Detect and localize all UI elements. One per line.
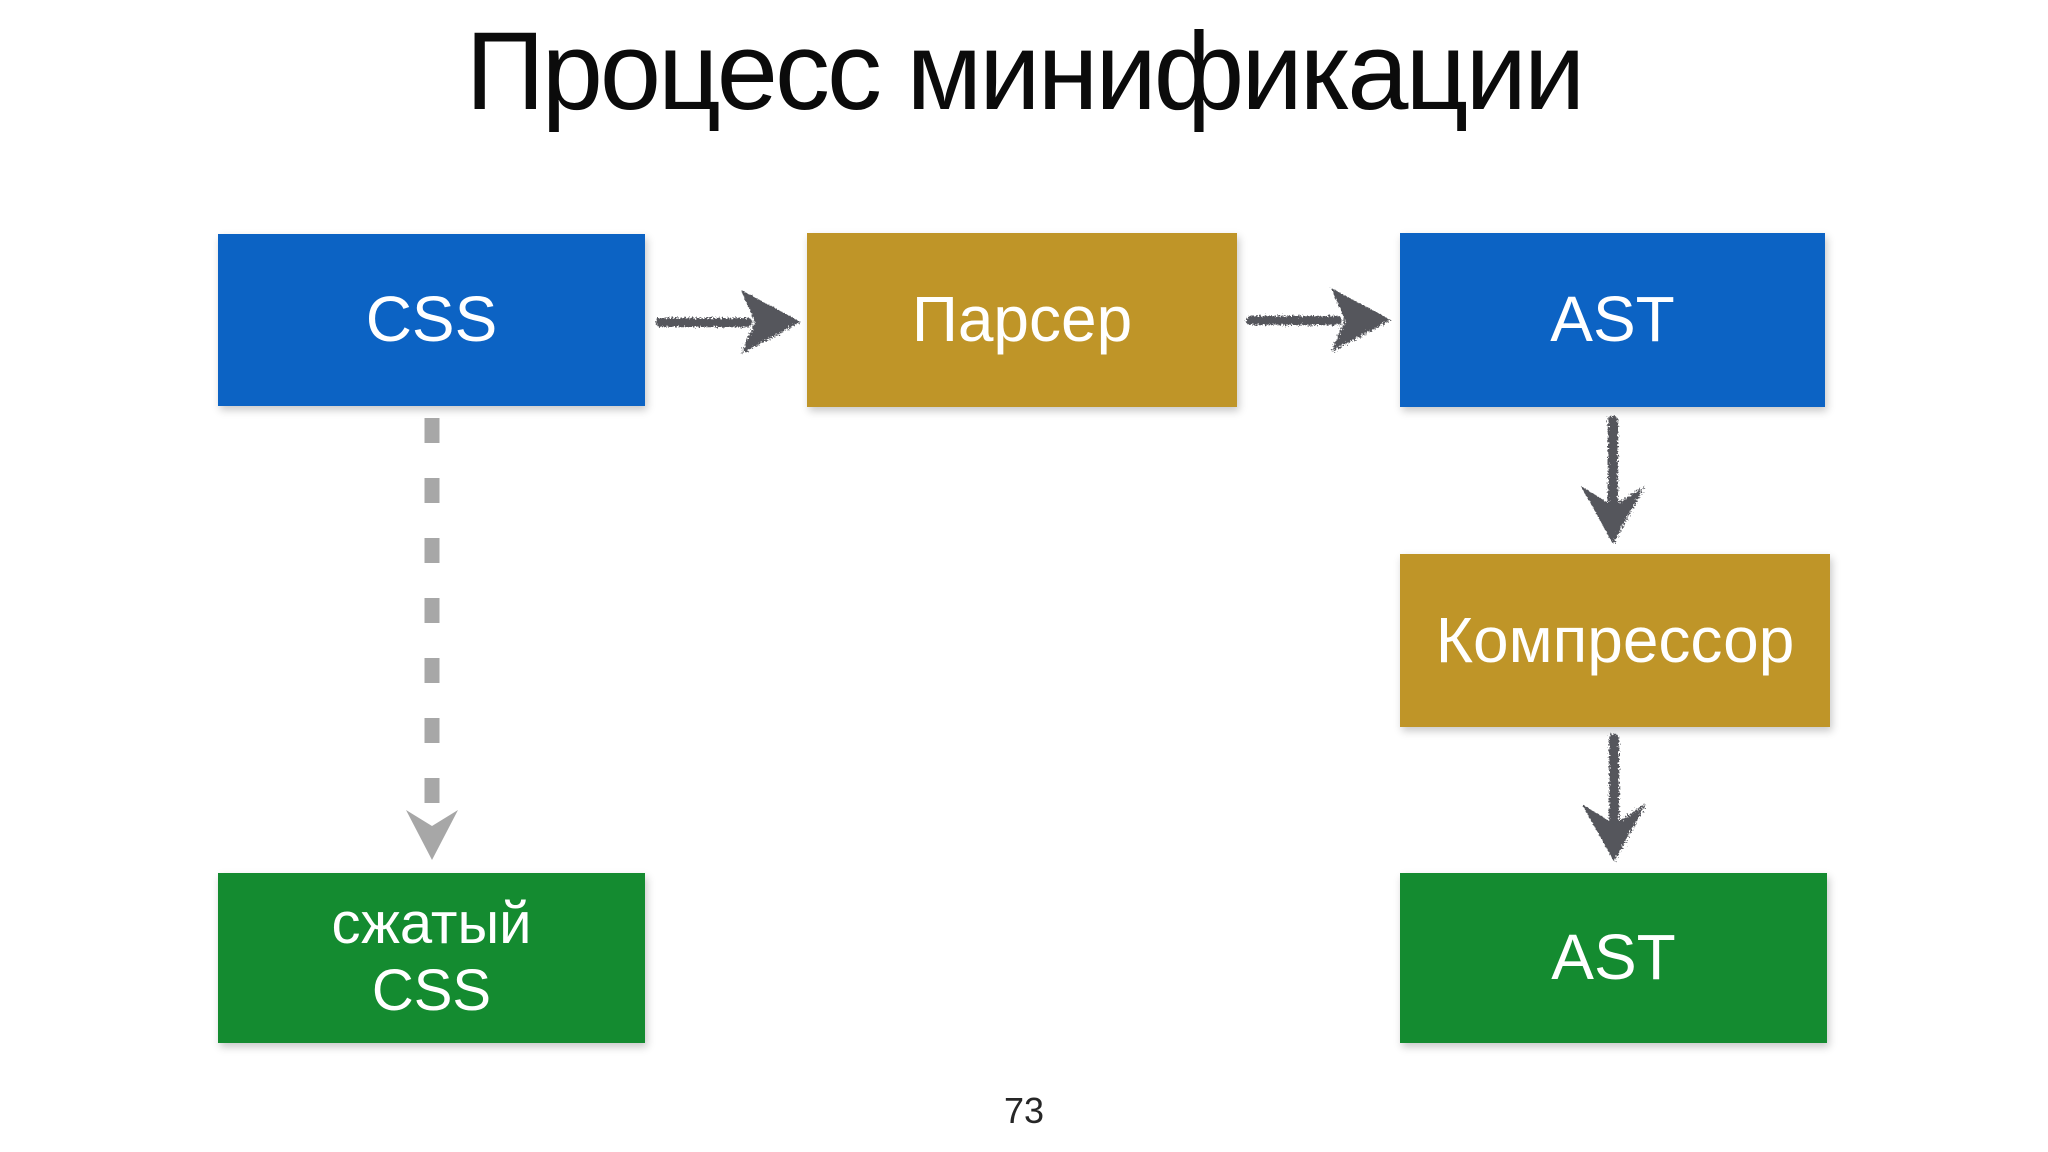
arrow-shape <box>406 418 458 860</box>
node-compressed-css-line2: CSS <box>371 958 492 1023</box>
node-parser-label: Парсер <box>911 283 1133 356</box>
arrow-css-to-compressed-css-icon <box>406 418 458 860</box>
node-css-label: CSS <box>365 283 498 356</box>
node-parser: Парсер <box>807 233 1237 407</box>
node-compressed-css-label: сжатый CSS <box>331 891 531 1024</box>
node-css: CSS <box>218 234 645 406</box>
node-ast-bottom: AST <box>1400 873 1827 1043</box>
node-ast-top: AST <box>1400 233 1825 407</box>
arrow-compressor-to-ast-icon <box>1582 734 1646 862</box>
node-ast-top-label: AST <box>1550 283 1675 356</box>
node-compressed-css-line1: сжатый <box>331 891 532 957</box>
arrow-shape <box>1581 416 1645 544</box>
node-ast-bottom-label: AST <box>1551 921 1676 994</box>
arrow-shape <box>1582 734 1646 862</box>
node-compressed-css: сжатый CSS <box>218 873 645 1043</box>
arrow-shape <box>1246 288 1391 352</box>
node-compressor: Компрессор <box>1400 554 1830 727</box>
slide-title: Процесс минификации <box>465 10 1586 133</box>
arrow-shape <box>656 290 801 354</box>
arrow-ast-to-compressor-icon <box>1581 416 1645 544</box>
arrow-parser-to-ast-icon <box>1246 288 1391 352</box>
arrow-css-to-parser-icon <box>656 290 801 354</box>
node-compressor-label: Компрессор <box>1435 603 1795 676</box>
page-number: 73 <box>1003 1090 1045 1131</box>
